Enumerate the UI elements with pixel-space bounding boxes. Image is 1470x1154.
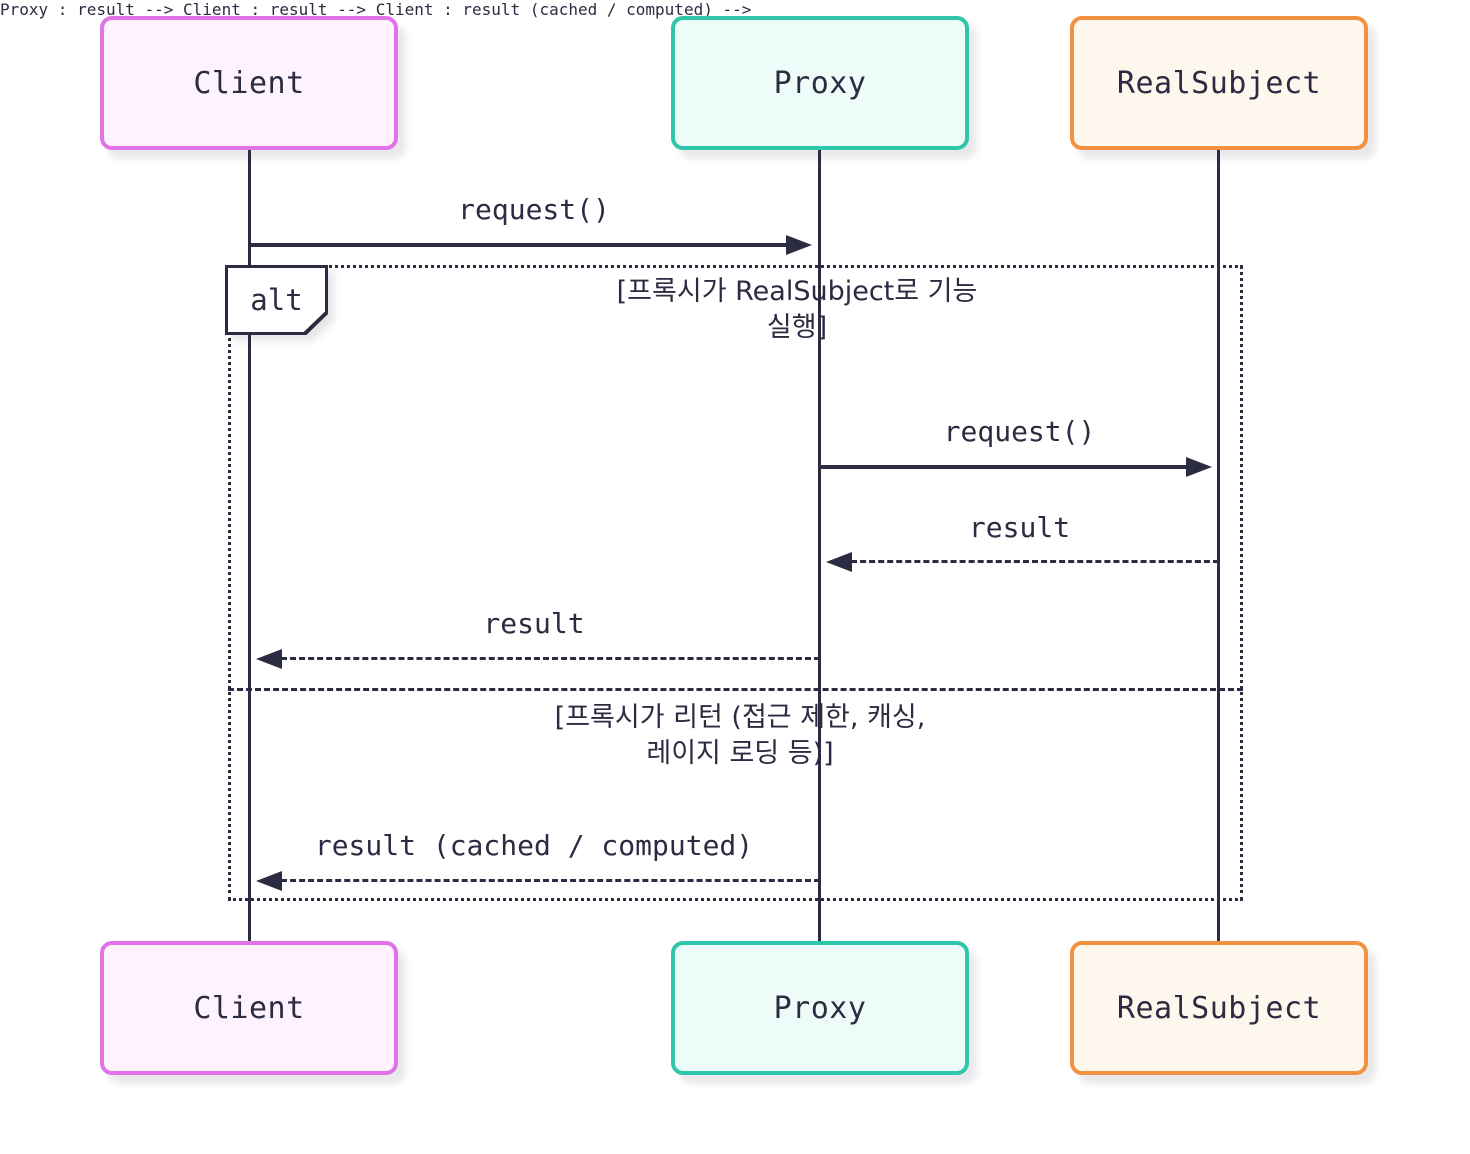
alt-frame xyxy=(228,265,1243,901)
lifeline-proxy xyxy=(818,150,821,942)
alt-condition-2: [프록시가 리턴 (접근 제한, 캐싱, 레이지 로딩 등)] xyxy=(390,700,1090,772)
message-label-request-proxy-realsubject: request() xyxy=(943,415,1096,448)
arrowhead-left-icon xyxy=(256,871,282,891)
participant-proxy-top: Proxy xyxy=(671,16,969,150)
alt-operator-tag: alt xyxy=(225,265,328,335)
participant-client-bottom: Client xyxy=(100,941,398,1075)
participant-client-label: Client xyxy=(193,65,305,101)
message-label-result-proxy-client: result xyxy=(483,607,585,640)
participant-proxy-bottom: Proxy xyxy=(671,941,969,1075)
arrowhead-right-icon xyxy=(786,235,812,255)
participant-client-label: Client xyxy=(193,990,305,1026)
message-line-result-proxy-client xyxy=(281,657,820,660)
lifeline-realsubject xyxy=(1217,150,1220,942)
participant-proxy-label: Proxy xyxy=(773,990,867,1026)
alt-condition-1: [프록시가 RealSubject로 기능 실행] xyxy=(447,274,1147,346)
alt-condition-1-line1: [프록시가 RealSubject로 기능 xyxy=(616,276,978,307)
participant-client-top: Client xyxy=(100,16,398,150)
alt-condition-1-line2: 실행] xyxy=(766,312,828,343)
arrowhead-left-icon xyxy=(256,649,282,669)
lifeline-client xyxy=(248,150,251,942)
participant-realsubject-top: RealSubject xyxy=(1070,16,1368,150)
participant-realsubject-bottom: RealSubject xyxy=(1070,941,1368,1075)
message-line-result-cached xyxy=(281,879,820,882)
message-line-result-realsubject-proxy xyxy=(851,560,1219,563)
participant-realsubject-label: RealSubject xyxy=(1116,65,1322,101)
message-label-result-cached: result (cached / computed) xyxy=(314,829,754,862)
participant-realsubject-label: RealSubject xyxy=(1116,990,1322,1026)
alt-operator-label: alt xyxy=(228,268,325,332)
message-label-request-client-proxy: request() xyxy=(458,193,610,226)
participant-proxy-label: Proxy xyxy=(773,65,867,101)
alt-condition-2-line2: 레이지 로딩 등)] xyxy=(646,738,834,769)
arrowhead-left-icon xyxy=(826,552,852,572)
message-line-request-client-proxy xyxy=(250,243,787,247)
alt-condition-2-line1: [프록시가 리턴 (접근 제한, 캐싱, xyxy=(554,702,926,733)
message-line-request-proxy-realsubject xyxy=(820,465,1186,469)
arrowhead-right-icon xyxy=(1186,457,1212,477)
alt-divider xyxy=(228,688,1243,691)
message-label-result-realsubject-proxy: result xyxy=(968,511,1071,544)
